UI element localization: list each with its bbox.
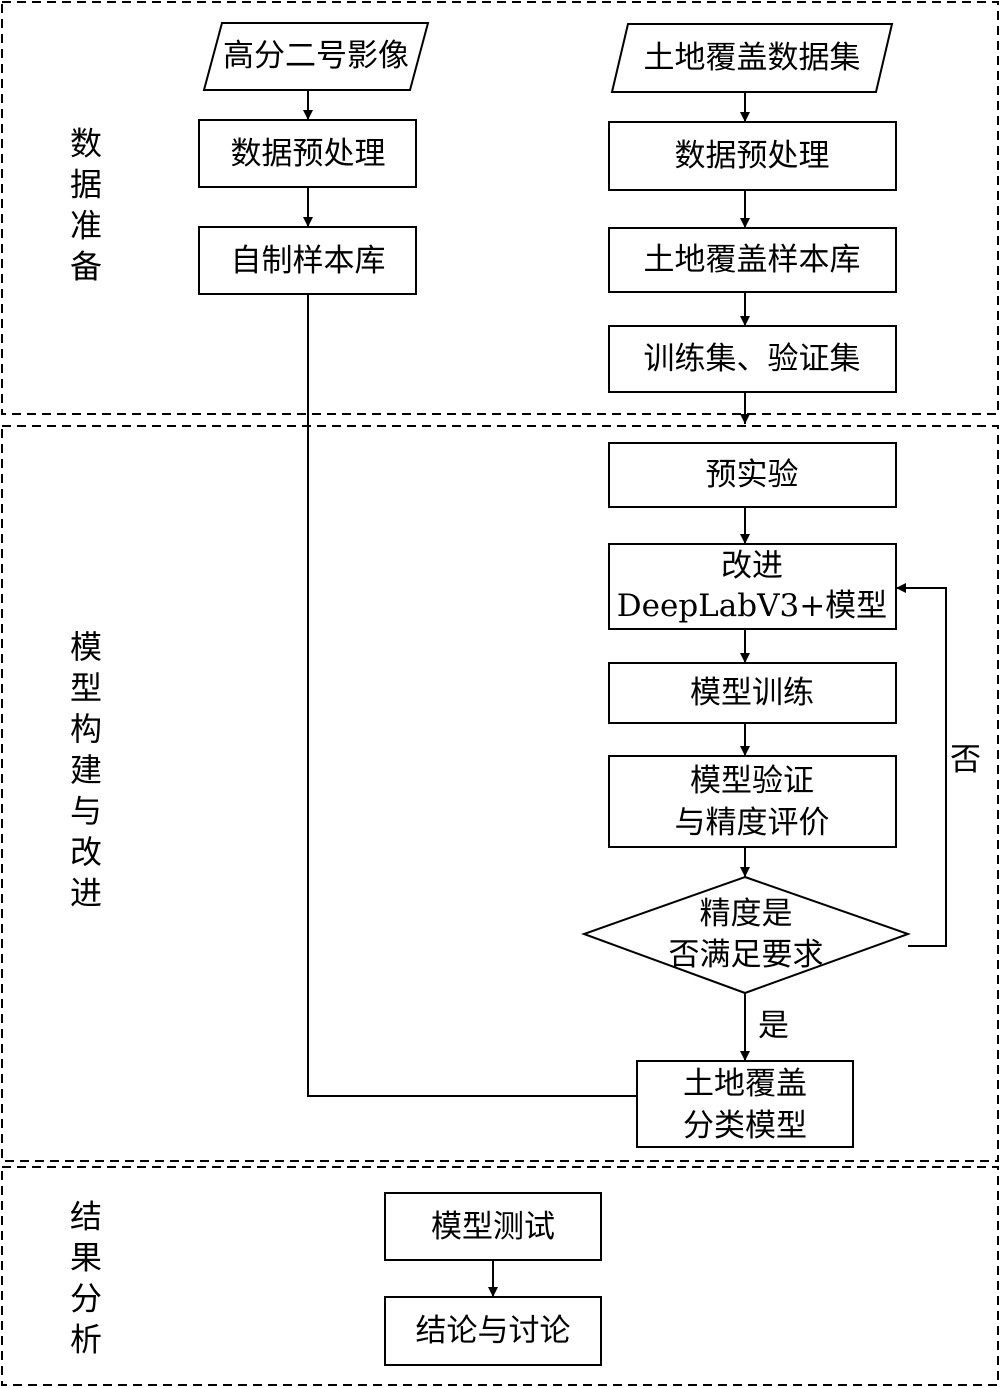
section-model-char: 型: [70, 669, 102, 707]
section-result-char: 果: [70, 1239, 102, 1277]
node-model-validation-line2: 与精度评价: [675, 805, 830, 841]
section-model-char: 改: [70, 833, 102, 871]
node-pre-experiment-label: 预实验: [706, 457, 799, 493]
section-model-char: 与: [70, 792, 102, 830]
node-model-test-label: 模型测试: [431, 1209, 555, 1245]
node-landcover-sample-lib-label: 土地覆盖样本库: [644, 242, 861, 278]
node-model-validation: [608, 755, 897, 848]
section-model-char: 进: [70, 874, 102, 912]
section-model-frame: [1, 425, 999, 1162]
section-result-char: 分: [70, 1280, 102, 1318]
node-model-validation-line1: 模型验证: [690, 763, 814, 799]
node-train-val-set: [608, 325, 897, 393]
node-gf2-image-label: 高分二号影像: [223, 38, 409, 74]
node-self-sample-lib-label: 自制样本库: [231, 243, 386, 279]
node-model-training-label: 模型训练: [690, 675, 814, 711]
section-prep-label: 数据准备: [70, 125, 102, 286]
section-result-char: 析: [70, 1321, 102, 1359]
node-classification-model-line1: 土地覆盖: [683, 1066, 807, 1102]
node-pre-experiment: [608, 442, 897, 508]
node-preprocess-right-label: 数据预处理: [675, 138, 830, 174]
section-prep-char: 据: [70, 166, 102, 204]
node-improve-model-line2: DeepLabV3+模型: [617, 588, 887, 624]
arrow-decision-no-loop: [896, 583, 947, 947]
connector-selflib-to-classification: [307, 294, 637, 1097]
node-self-sample-lib: [198, 226, 417, 295]
section-result-frame: [1, 1166, 999, 1386]
node-landcover-dataset-label: 土地覆盖数据集: [644, 40, 861, 76]
node-classification-model: [636, 1060, 854, 1148]
node-landcover-sample-lib: [608, 227, 897, 293]
edge-label-yes: 是: [758, 1008, 789, 1044]
section-result-char: 结: [70, 1198, 102, 1236]
section-prep-char: 准: [70, 207, 102, 245]
node-preprocess-left-label: 数据预处理: [231, 136, 386, 172]
node-accuracy-decision-line1: 精度是: [700, 896, 793, 932]
node-gf2-image: [202, 22, 430, 91]
edge-label-no: 否: [950, 742, 981, 778]
node-improve-model-line1: 改进: [721, 548, 783, 584]
node-classification-model-line2: 分类模型: [683, 1108, 807, 1144]
section-model-char: 模: [70, 628, 102, 666]
section-model-label: 模型构建与改进: [70, 628, 102, 912]
section-prep-frame: [1, 1, 999, 415]
node-improve-model: [608, 543, 897, 630]
node-accuracy-decision: [581, 875, 911, 995]
section-prep-char: 备: [70, 248, 102, 286]
section-model-char: 构: [70, 710, 102, 748]
node-conclusion-label: 结论与讨论: [416, 1313, 571, 1349]
node-model-training: [608, 662, 897, 724]
section-model-char: 建: [70, 751, 102, 789]
node-preprocess-right: [608, 121, 897, 191]
section-result-label: 结果分析: [70, 1198, 102, 1359]
section-prep-char: 数: [70, 125, 102, 163]
node-train-val-set-label: 训练集、验证集: [644, 341, 861, 377]
node-accuracy-decision-line2: 否满足要求: [669, 937, 824, 973]
node-landcover-dataset: [610, 23, 894, 93]
